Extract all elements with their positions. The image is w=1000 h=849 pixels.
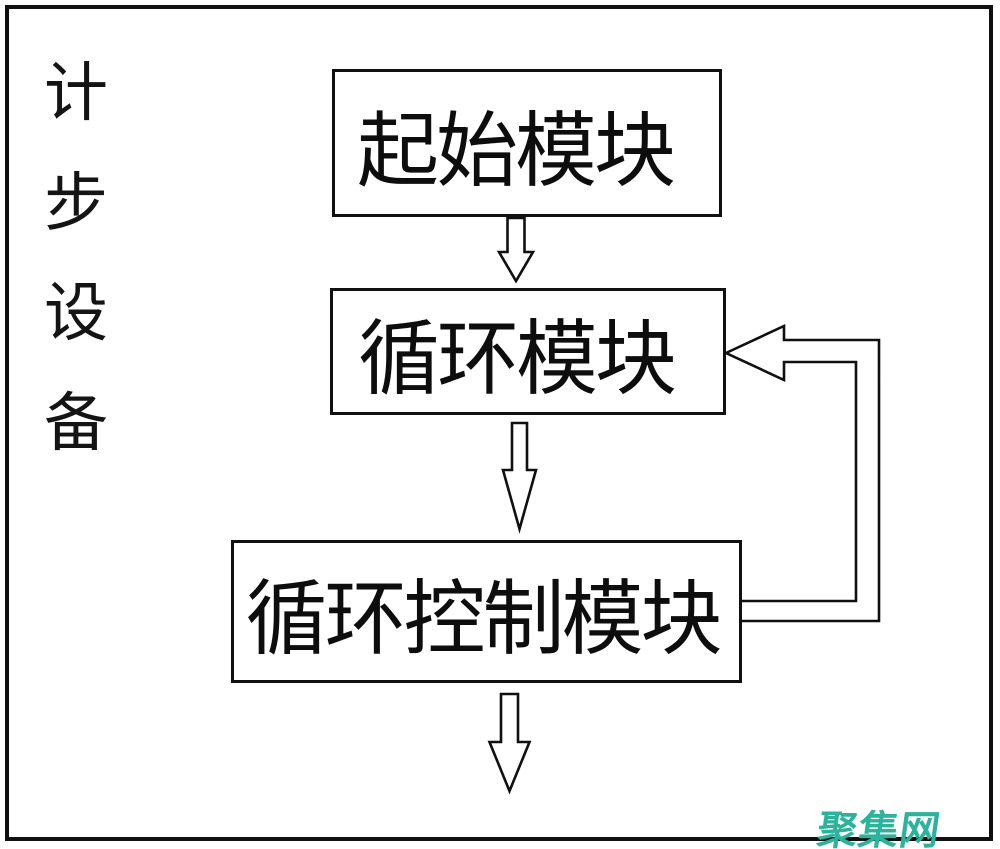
- node-loop-module: 循环模块: [330, 288, 726, 415]
- figure-border: [5, 5, 993, 841]
- side-label-char: 设: [44, 277, 108, 349]
- down-arrow-1-icon: [496, 216, 536, 284]
- side-label-char: 计: [44, 57, 108, 129]
- down-arrow-3-icon: [487, 692, 532, 795]
- watermark: 聚集网: [814, 809, 944, 849]
- node-start-module-label: 起始模块: [356, 105, 676, 197]
- node-start-module: 起始模块: [332, 69, 722, 217]
- node-loop-module-label: 循环模块: [357, 314, 677, 405]
- down-arrow-2-icon: [501, 421, 538, 534]
- feedback-arrow-icon: [722, 323, 881, 623]
- side-label-char: 步: [44, 167, 108, 239]
- side-label: 计 步 设 备: [42, 60, 110, 500]
- node-loop-control-module: 循环控制模块: [231, 540, 742, 683]
- node-loop-control-module-label: 循环控制模块: [245, 574, 722, 665]
- side-label-char: 备: [44, 387, 108, 459]
